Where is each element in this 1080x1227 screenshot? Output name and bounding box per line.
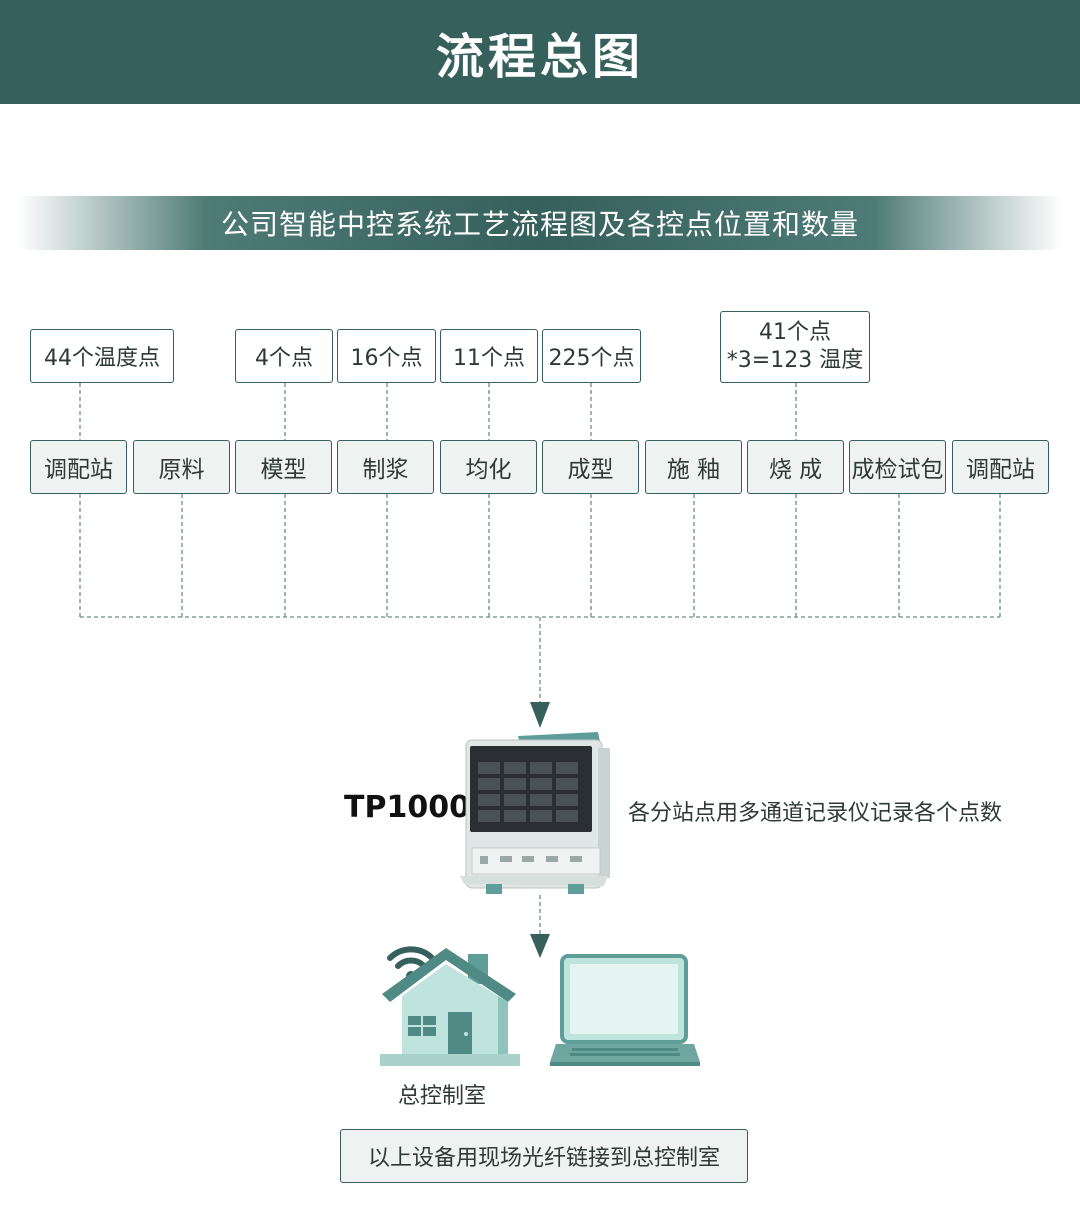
count-text: 16个点	[350, 346, 423, 371]
count-text: 225个点	[548, 346, 635, 371]
stage-box: 烧 成	[747, 440, 844, 494]
stage-box: 成型	[542, 440, 639, 494]
count-text: 44个温度点	[44, 346, 160, 371]
stage-label: 原料	[158, 457, 205, 483]
stage-box: 成检试包	[849, 440, 946, 494]
count-box-firing: 41个点 *3=123 温度	[720, 311, 870, 383]
device-description: 各分站点用多通道记录仪记录各个点数	[628, 801, 1003, 826]
stage-box: 制浆	[337, 440, 434, 494]
stage-label: 调配站	[44, 457, 113, 483]
count-text-line2: *3=123 温度	[726, 348, 864, 373]
stage-label: 成检试包	[851, 457, 944, 483]
stage-box: 调配站	[952, 440, 1049, 494]
control-room-label: 总控制室	[398, 1084, 487, 1109]
count-box-homogenize: 11个点	[440, 329, 538, 383]
stage-box: 原料	[133, 440, 230, 494]
page-title: 流程总图	[435, 29, 644, 85]
stage-label: 均化	[465, 457, 512, 483]
count-text-line1: 41个点	[759, 320, 831, 345]
stage-label: 模型	[260, 457, 307, 483]
count-box-mold: 4个点	[235, 329, 333, 383]
stage-box: 施 釉	[645, 440, 742, 494]
count-text: 11个点	[453, 346, 525, 371]
count-text: 4个点	[255, 346, 313, 371]
footer-note-text: 以上设备用现场光纤链接到总控制室	[367, 1146, 720, 1171]
stage-label: 成型	[567, 457, 614, 483]
house-wifi-icon	[380, 946, 520, 1066]
stage-label: 烧 成	[768, 457, 823, 483]
page-header: 流程总图	[0, 0, 1080, 104]
footer-note-box: 以上设备用现场光纤链接到总控制室	[340, 1129, 748, 1183]
stage-box: 调配站	[30, 440, 127, 494]
stage-box: 模型	[235, 440, 332, 494]
stage-label: 调配站	[966, 457, 1035, 483]
subtitle-text: 公司智能中控系统工艺流程图及各控点位置和数量	[220, 208, 859, 241]
stage-box: 均化	[440, 440, 537, 494]
laptop-icon	[550, 954, 700, 1066]
stage-label: 施 釉	[666, 457, 721, 483]
subtitle-banner: 公司智能中控系统工艺流程图及各控点位置和数量	[18, 196, 1062, 250]
count-box-forming: 225个点	[542, 329, 641, 383]
count-box-slurry: 16个点	[337, 329, 436, 383]
stage-label: 制浆	[362, 457, 409, 483]
recorder-device-icon	[460, 732, 610, 894]
count-box-blending-station: 44个温度点	[30, 329, 174, 383]
device-name: TP1000	[344, 790, 470, 825]
